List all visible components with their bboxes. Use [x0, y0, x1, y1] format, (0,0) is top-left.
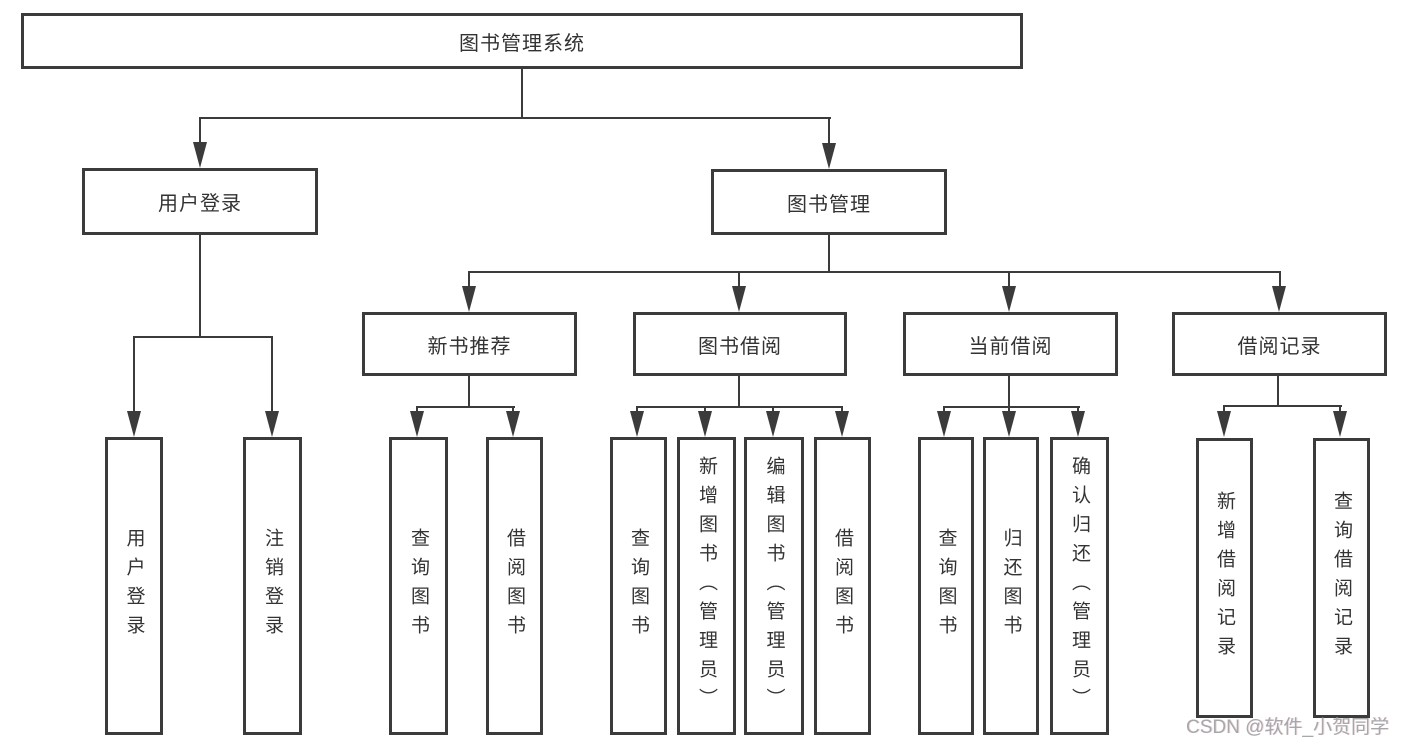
- node-label: 归还图书: [1000, 528, 1022, 644]
- arrow-down-icon: [193, 142, 207, 168]
- node-edit-books-admin: 编辑图书（管理员）: [744, 437, 804, 735]
- connector-line: [1008, 376, 1010, 407]
- connector-line: [828, 234, 830, 273]
- connector-line: [468, 271, 1281, 273]
- connector-line: [1277, 376, 1279, 406]
- node-label: 注销登录: [262, 528, 283, 644]
- arrow-down-icon: [937, 411, 951, 437]
- arrow-down-icon: [732, 286, 746, 312]
- arrow-down-icon: [127, 411, 141, 437]
- connector-line: [416, 406, 515, 408]
- node-user-login-action: 用户登录: [105, 437, 163, 735]
- connector-line: [1279, 271, 1281, 290]
- connector-line: [1008, 271, 1010, 290]
- connector-line: [133, 336, 135, 415]
- arrow-down-icon: [1272, 286, 1286, 312]
- node-user-login: 用户登录: [82, 168, 318, 235]
- node-label: 查询借阅记录: [1331, 491, 1352, 665]
- arrow-down-icon: [1333, 411, 1347, 437]
- node-add-books-admin: 新增图书（管理员）: [677, 437, 736, 735]
- arrow-down-icon: [410, 411, 424, 437]
- node-label: 确认归还（管理员）: [1069, 455, 1090, 717]
- node-search-books-recommend: 查询图书: [389, 437, 448, 735]
- node-borrow-books: 借阅图书: [814, 437, 871, 735]
- node-logout: 注销登录: [243, 437, 302, 735]
- node-label: 借阅图书: [832, 528, 853, 644]
- connector-line: [738, 376, 740, 407]
- arrow-down-icon: [766, 411, 780, 437]
- node-label: 用户登录: [123, 528, 145, 644]
- node-search-borrow-record: 查询借阅记录: [1313, 438, 1370, 718]
- arrow-down-icon: [1071, 411, 1085, 437]
- node-new-book-recommendation: 新书推荐: [362, 312, 577, 376]
- connector-line: [828, 117, 830, 145]
- arrow-down-icon: [462, 286, 476, 312]
- connector-line: [636, 406, 843, 408]
- connector-line: [199, 235, 201, 338]
- connector-line: [468, 376, 470, 407]
- connector-line: [521, 68, 523, 118]
- arrow-down-icon: [698, 411, 712, 437]
- node-label: 查询图书: [628, 528, 649, 644]
- arrow-down-icon: [630, 411, 644, 437]
- node-current-borrowing: 当前借阅: [903, 312, 1118, 376]
- connector-line: [271, 336, 273, 415]
- node-add-borrow-record: 新增借阅记录: [1196, 438, 1253, 718]
- node-label: 新增借阅记录: [1214, 491, 1235, 665]
- node-label: 查询图书: [408, 528, 429, 644]
- node-search-books-current: 查询图书: [918, 437, 974, 735]
- arrow-down-icon: [265, 411, 279, 437]
- node-library-management-system: 图书管理系统: [21, 13, 1023, 69]
- connector-line: [738, 271, 740, 290]
- csdn-watermark: CSDN @软件_小贺同学: [1186, 717, 1389, 738]
- connector-line: [1223, 405, 1225, 416]
- node-borrowing-records: 借阅记录: [1172, 312, 1387, 376]
- connector-line: [133, 336, 273, 338]
- node-borrow-books-recommend: 借阅图书: [486, 437, 543, 735]
- arrow-down-icon: [1217, 411, 1231, 437]
- arrow-down-icon: [835, 411, 849, 437]
- node-book-management: 图书管理: [711, 169, 947, 235]
- node-confirm-return-admin: 确认归还（管理员）: [1050, 437, 1109, 735]
- node-label: 新增图书（管理员）: [696, 455, 717, 717]
- arrow-down-icon: [506, 411, 520, 437]
- node-return-books: 归还图书: [983, 437, 1039, 735]
- node-book-borrowing: 图书借阅: [633, 312, 847, 376]
- connector-line: [199, 117, 201, 145]
- connector-line: [468, 271, 470, 290]
- connector-line: [943, 406, 1080, 408]
- connector-line: [1223, 405, 1342, 407]
- node-label: 查询图书: [935, 528, 957, 644]
- arrow-down-icon: [1002, 286, 1016, 312]
- connector-line: [199, 117, 831, 119]
- node-label: 借阅图书: [504, 528, 525, 644]
- connector-line: [1339, 405, 1341, 416]
- node-label: 编辑图书（管理员）: [763, 455, 785, 717]
- node-search-books-borrowing: 查询图书: [610, 437, 667, 735]
- arrow-down-icon: [822, 143, 836, 169]
- arrow-down-icon: [1002, 411, 1016, 437]
